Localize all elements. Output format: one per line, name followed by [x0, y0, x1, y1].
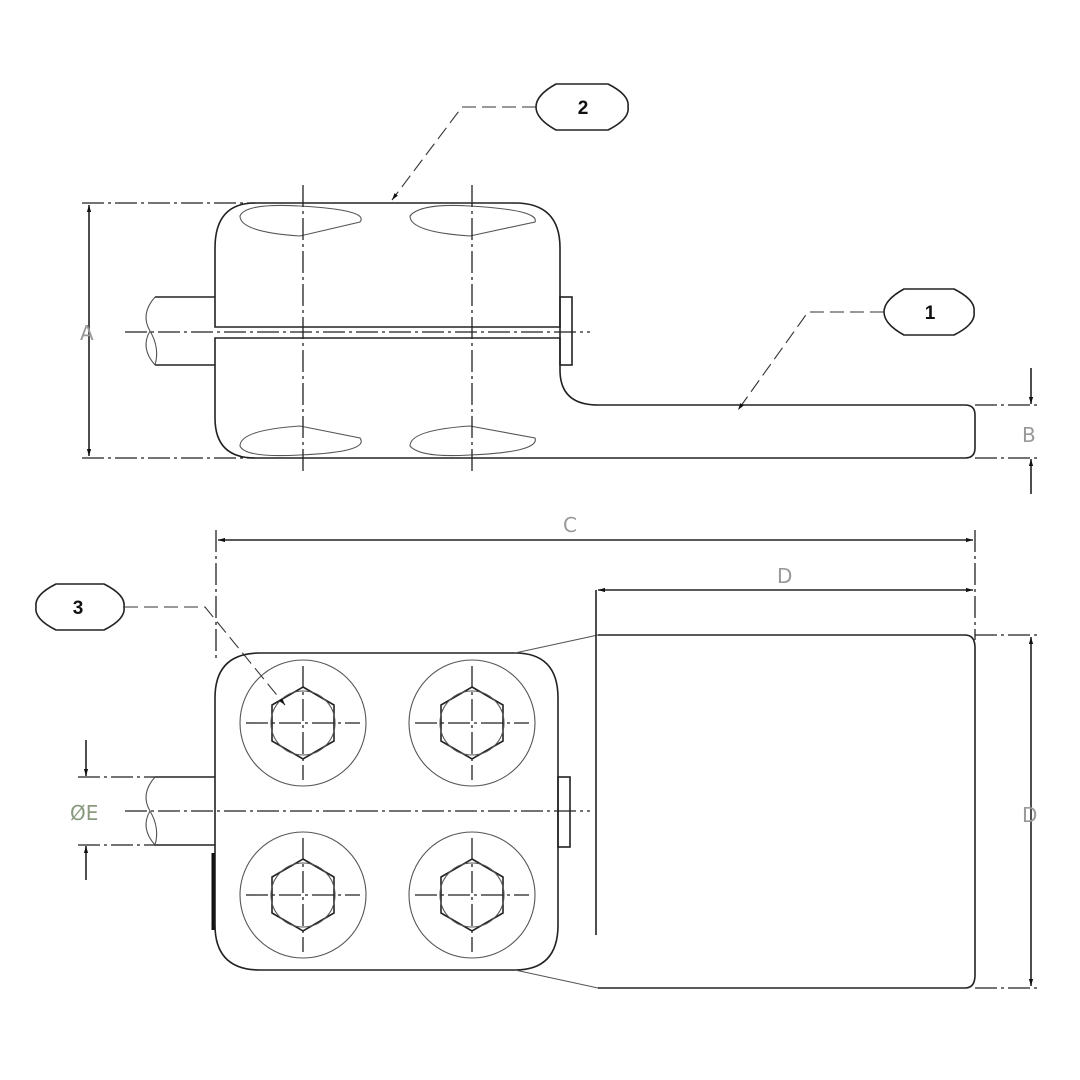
dimension-b-label: B	[1022, 423, 1036, 447]
bolt-icon	[239, 659, 367, 787]
dimension-d-width-label: D	[777, 564, 792, 588]
dimension-c-label: C	[563, 513, 577, 537]
balloon-2-label: 2	[578, 98, 589, 119]
balloon-3-label: 3	[73, 598, 84, 619]
bolt-icon	[408, 831, 536, 959]
bolt-icon	[408, 659, 536, 787]
plan-view: C D D ØE 3	[35, 513, 1040, 989]
side-view: A B 2 1	[80, 83, 1040, 494]
bolt-icon	[239, 831, 367, 959]
balloon-1-label: 1	[925, 303, 936, 324]
dimension-d-height-label: D	[1022, 803, 1037, 827]
dimension-a-label: A	[80, 321, 94, 345]
dimension-e-label: ØE	[70, 801, 98, 825]
